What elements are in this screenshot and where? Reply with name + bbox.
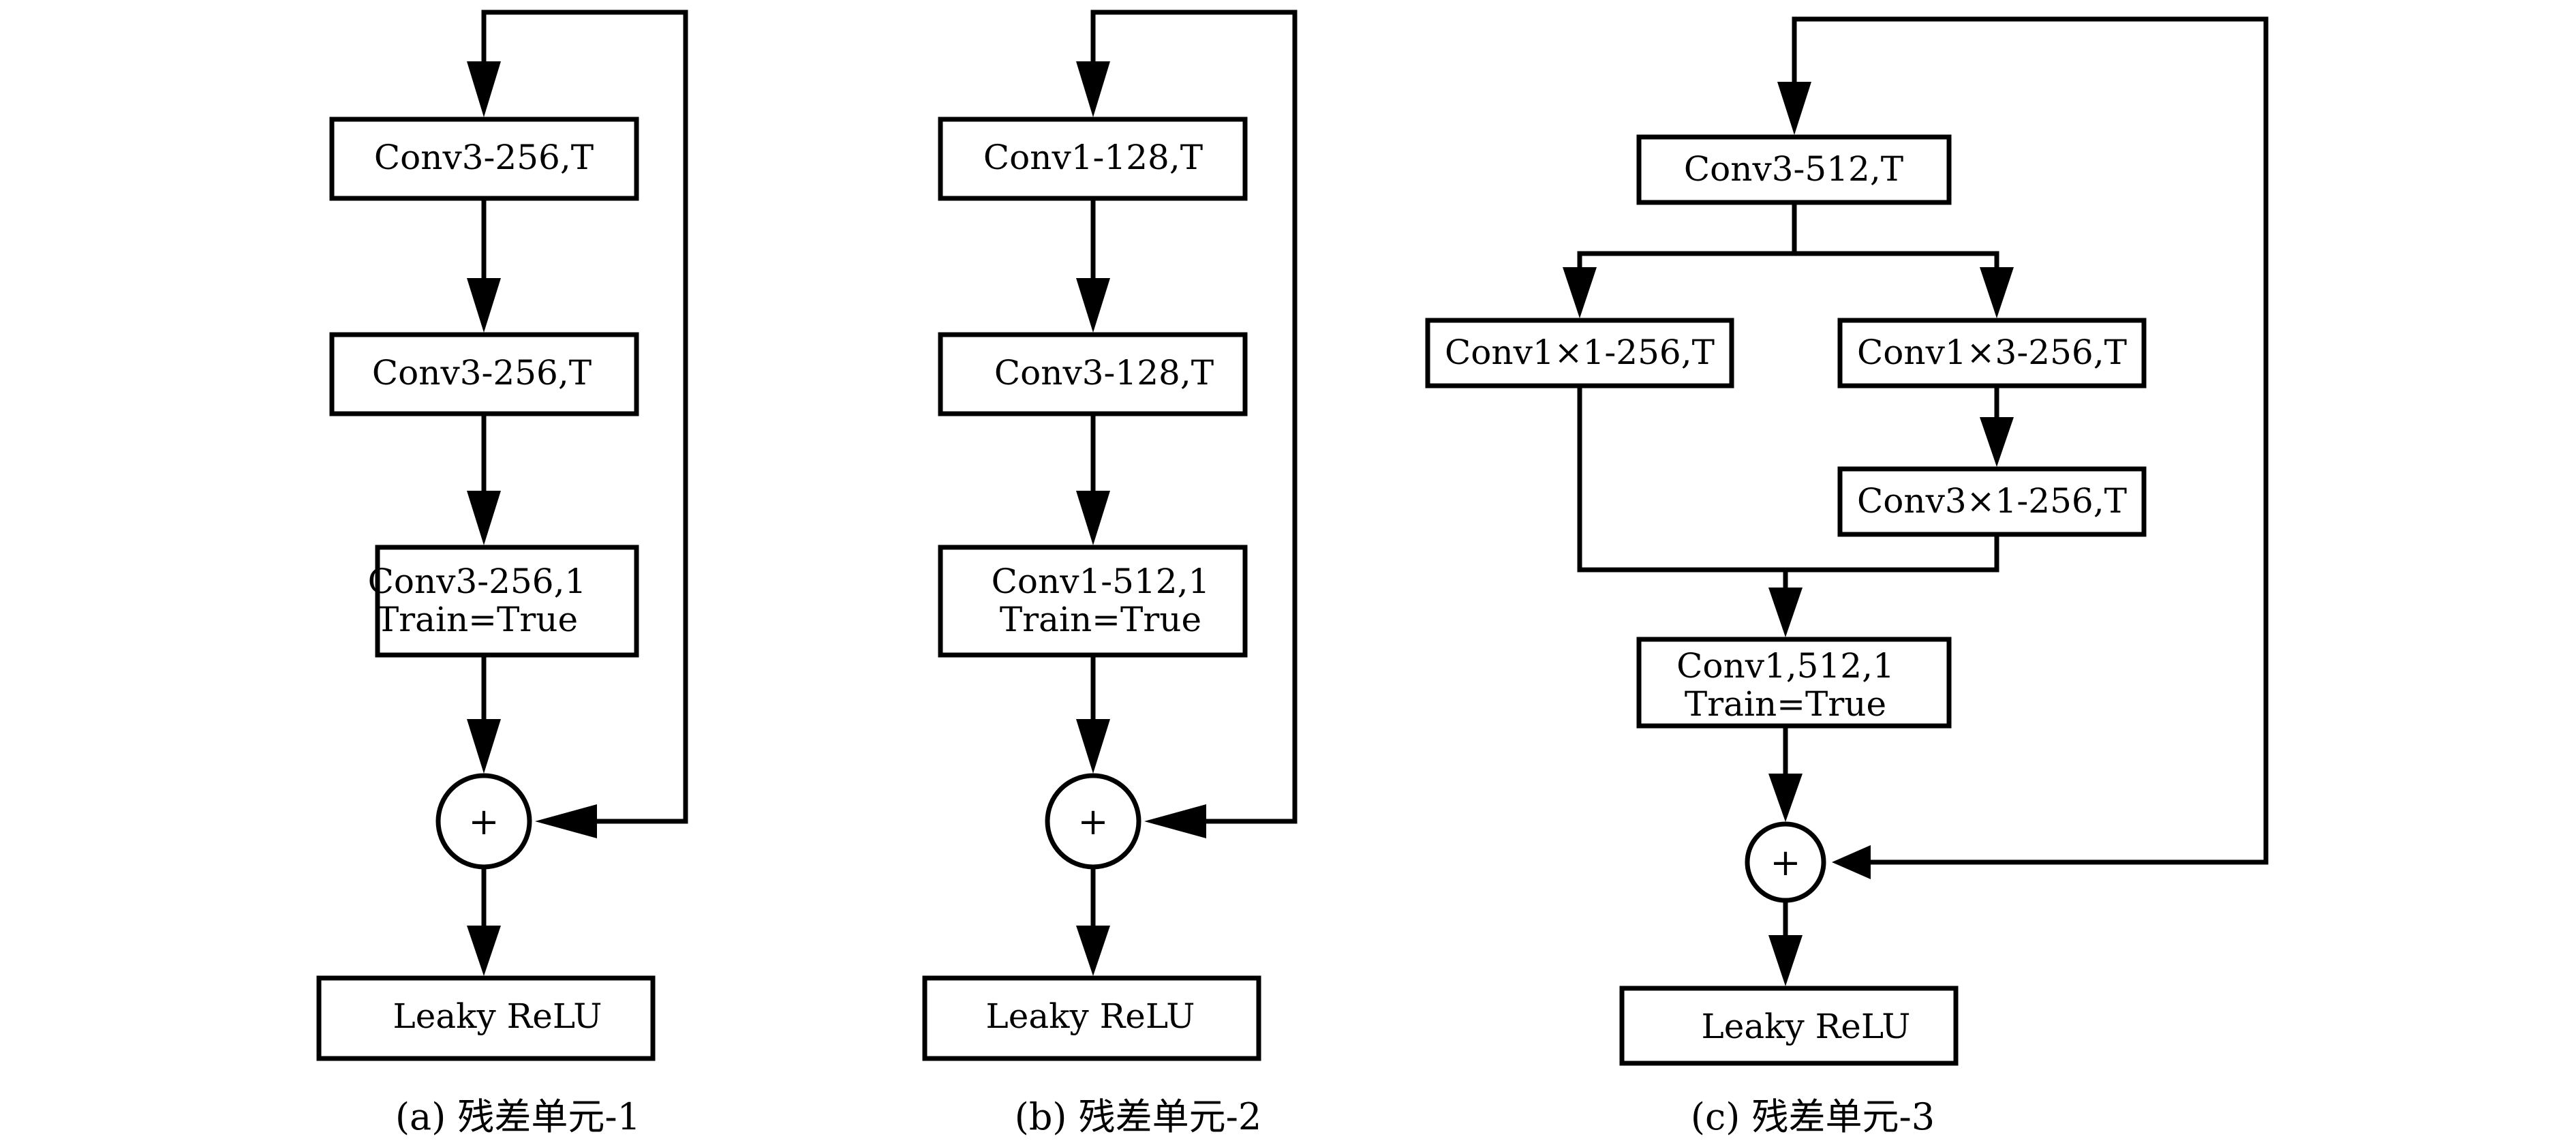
arrowhead-b-into-block1 (1076, 61, 1110, 117)
caption-c: (c) 残差单元-3 (1691, 1095, 1935, 1138)
add-symbol-c: + (1770, 841, 1800, 884)
conv-block-b2-label: Conv3-128,T (994, 353, 1214, 393)
arrowhead-a-2-3 (467, 491, 501, 545)
leaky-relu-block-a (316, 975, 656, 1061)
conv-block-c-merge (1636, 637, 1952, 729)
arrowhead-a-3-add (467, 719, 501, 774)
conv-block-b3-label-1: Conv1-512,1 (992, 562, 1210, 601)
conv-block-a3 (375, 545, 639, 658)
skip-connection-c (1792, 16, 2269, 865)
conv-block-a2-label: Conv3-256,T (372, 353, 592, 393)
conv-block-b2 (938, 332, 1248, 416)
arrowhead-c-merge (1768, 588, 1803, 637)
skip-arrowhead-b (1144, 804, 1206, 838)
conv-block-c-merge-label-2: Train=True (1685, 684, 1886, 724)
arrowhead-a-1-2 (467, 278, 501, 333)
arrowhead-c-add-out (1768, 935, 1803, 986)
conv-block-b1-label: Conv1-128,T (983, 138, 1203, 177)
arrowhead-c-right-1-2 (1980, 417, 2014, 467)
arrowhead-b-1-2 (1076, 278, 1110, 333)
leaky-relu-block-c (1619, 986, 1959, 1066)
merge-wire-c (1577, 386, 1999, 573)
conv-block-b3 (938, 545, 1248, 658)
arrowhead-a-add-out (467, 926, 501, 976)
leaky-relu-label-b: Leaky ReLU (986, 996, 1195, 1036)
skip-arrowhead-c (1832, 845, 1871, 879)
leaky-relu-block-b (922, 975, 1261, 1061)
arrowhead-b-3-add (1076, 719, 1110, 774)
conv-block-c-right-1-label: Conv1×3-256,T (1857, 333, 2127, 372)
leaky-relu-label-c: Leaky ReLU (1702, 1007, 1911, 1046)
conv-block-a3-label-2: Train=True (376, 600, 578, 639)
caption-b: (b) 残差单元-2 (1015, 1095, 1261, 1138)
arrowhead-c-into-top (1777, 82, 1811, 135)
conv-block-b3-label-2: Train=True (1000, 600, 1201, 639)
caption-a: (a) 残差单元-1 (395, 1095, 641, 1138)
skip-arrowhead-a (535, 804, 597, 838)
conv-block-c-top-label: Conv3-512,T (1684, 149, 1903, 189)
panel-a: Conv3-256,T Conv3-256,T Conv3-256,1 Trai… (316, 10, 688, 1138)
add-symbol-b: + (1077, 800, 1108, 843)
add-symbol-a: + (468, 800, 499, 843)
leaky-relu-label-a: Leaky ReLU (393, 996, 602, 1036)
conv-block-c-top (1636, 134, 1952, 205)
arrowhead-c-right-branch (1980, 267, 2014, 318)
conv-block-c-merge-label-1: Conv1,512,1 (1676, 646, 1895, 686)
arrowhead-b-add-out (1076, 926, 1110, 976)
panel-c: Conv3-512,T Conv1×1-256,T Conv1×3-256,T … (1425, 16, 2269, 1138)
conv-block-a3-label-1: Conv3-256,1 (368, 562, 587, 601)
split-bar-c (1577, 251, 1999, 286)
conv-block-a2 (329, 332, 639, 416)
arrowhead-a-into-block1 (467, 61, 501, 117)
skip-connection-a (481, 10, 688, 824)
panel-b: Conv1-128,T Conv3-128,T Conv1-512,1 Trai… (922, 10, 1298, 1138)
conv-block-c-right-2 (1837, 466, 2147, 537)
arrowhead-b-2-3 (1076, 491, 1110, 545)
conv-block-c-right-2-label: Conv3×1-256,T (1857, 481, 2127, 521)
conv-block-a1-label: Conv3-256,T (374, 138, 594, 177)
arrowhead-c-left-branch (1563, 267, 1597, 318)
arrowhead-c-merge-add (1768, 774, 1803, 822)
conv-block-c-right-1 (1837, 318, 2147, 388)
skip-connection-b (1090, 10, 1298, 824)
conv-block-c-left-label: Conv1×1-256,T (1445, 333, 1715, 372)
